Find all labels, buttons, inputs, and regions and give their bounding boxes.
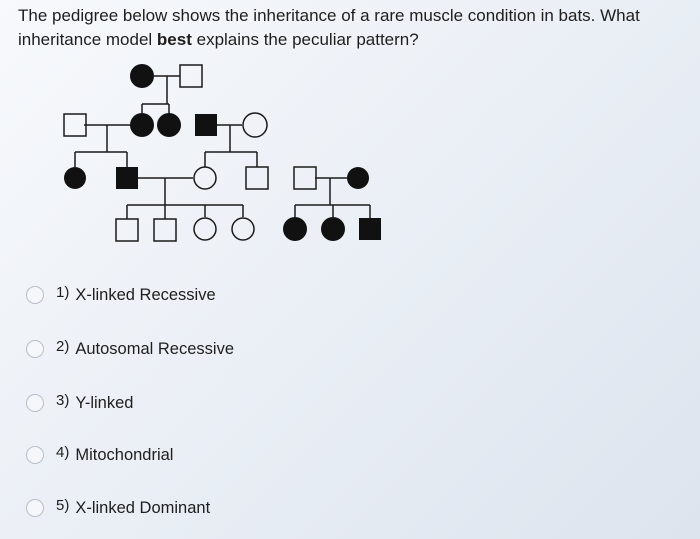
unaffected-female-g2	[242, 112, 268, 138]
option-4[interactable]: 4) Mitochondrial	[26, 443, 173, 467]
unaffected-male-g2	[63, 113, 87, 137]
option-label: Autosomal Recessive	[75, 339, 234, 358]
unaffected-female-g4-b	[231, 217, 255, 241]
radio-button[interactable]	[26, 446, 44, 464]
affected-female-g3-a	[64, 167, 86, 189]
option-number: 3)	[56, 391, 70, 409]
option-1[interactable]: 1) X-linked Recessive	[26, 283, 216, 307]
unaffected-male-g3-b	[293, 166, 317, 190]
affected-male-g4	[359, 218, 381, 240]
affected-male-g3	[116, 167, 138, 189]
affected-female-g1	[130, 64, 154, 88]
option-3[interactable]: 3) Y-linked	[26, 391, 133, 415]
radio-button[interactable]	[26, 340, 44, 358]
affected-female-g4-b	[321, 217, 345, 241]
affected-female-g2-a	[130, 113, 154, 137]
affected-female-g4-a	[283, 217, 307, 241]
question-emphasis: best	[156, 30, 192, 49]
unaffected-male-g4-b	[153, 218, 177, 242]
option-2[interactable]: 2) Autosomal Recessive	[26, 337, 234, 361]
option-label: Mitochondrial	[75, 445, 174, 464]
unaffected-male-g1	[179, 64, 203, 88]
option-label: Y-linked	[75, 393, 134, 412]
affected-female-g3-b	[347, 167, 369, 189]
radio-button[interactable]	[26, 394, 44, 412]
option-label: X-linked Dominant	[75, 498, 211, 517]
question-text-start: The pedigree below shows the inheritance…	[18, 6, 640, 49]
option-number: 4)	[56, 443, 70, 461]
affected-male-g2	[195, 114, 217, 136]
option-number: 5)	[56, 496, 70, 514]
question-text-end: explains the peculiar pattern?	[191, 30, 419, 49]
unaffected-male-g3-a	[245, 166, 269, 190]
option-number: 1)	[56, 283, 70, 301]
pedigree-chart	[63, 64, 381, 242]
unaffected-male-g4-a	[115, 218, 139, 242]
affected-female-g2-b	[157, 113, 181, 137]
radio-button[interactable]	[26, 286, 44, 304]
unaffected-female-g3	[193, 166, 217, 190]
option-label: X-linked Recessive	[75, 285, 216, 304]
option-5[interactable]: 5) X-linked Dominant	[26, 496, 210, 520]
unaffected-female-g4-a	[193, 217, 217, 241]
radio-button[interactable]	[26, 499, 44, 517]
option-number: 2)	[56, 337, 70, 355]
question-text: The pedigree below shows the inheritance…	[18, 4, 688, 52]
